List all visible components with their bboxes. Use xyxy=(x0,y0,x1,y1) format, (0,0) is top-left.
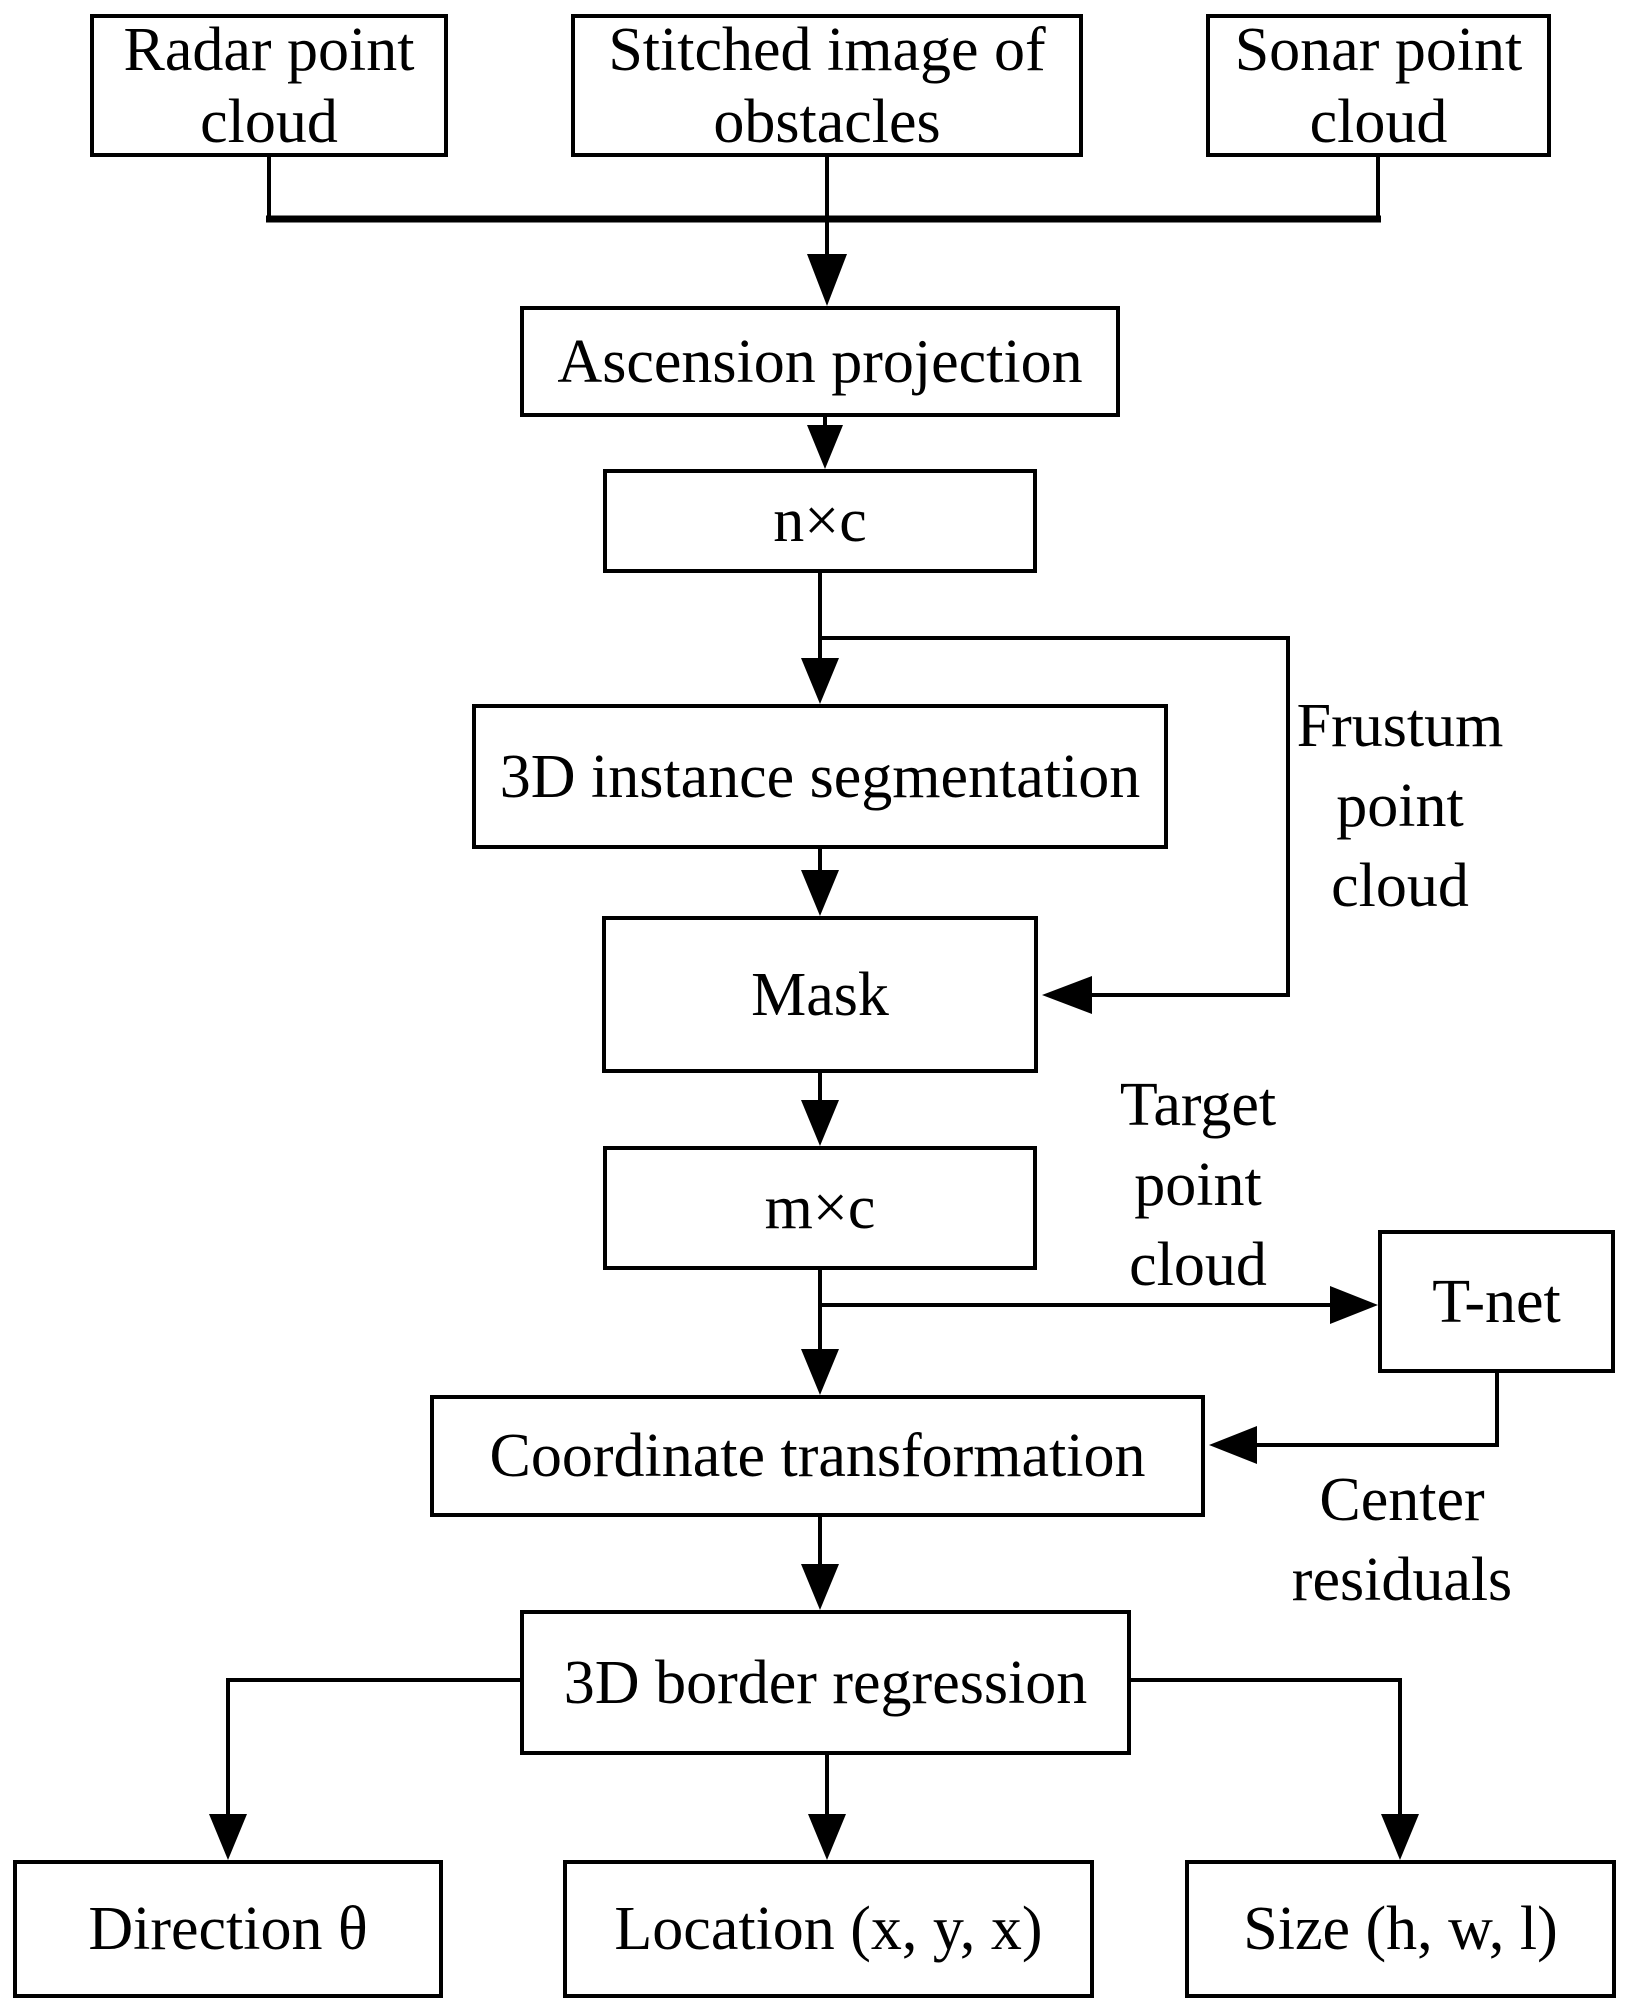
arrowhead-into-nxc xyxy=(807,425,843,469)
edge-label-target-point-cloud: Target point cloud xyxy=(1119,1071,1277,1299)
node-t-net: T-net xyxy=(1378,1230,1615,1373)
node-stitched-image-of-obstacles: Stitched image of obstacles xyxy=(571,14,1083,157)
wire-tnet-coord xyxy=(1255,1373,1499,1447)
node-ascension-projection: Ascension projection xyxy=(520,306,1120,417)
node-sonar-point-cloud: Sonar point cloud xyxy=(1206,14,1551,157)
wire-frustum-branch xyxy=(820,636,1290,997)
node-m-by-c: m×c xyxy=(603,1146,1037,1270)
arrowhead-into-direction xyxy=(209,1814,247,1860)
node-mask: Mask xyxy=(602,916,1038,1073)
arrowhead-into-mxc xyxy=(801,1100,839,1146)
node-n-by-c: n×c xyxy=(603,469,1037,573)
arrowhead-into-size xyxy=(1381,1814,1419,1860)
node-location-xyx: Location (x, y, x) xyxy=(563,1860,1094,1998)
arrowhead-into-seg xyxy=(801,658,839,704)
node-3d-border-regression: 3D border regression xyxy=(520,1610,1131,1755)
node-radar-point-cloud: Radar point cloud xyxy=(90,14,448,157)
edge-label-center-residuals: Center residuals xyxy=(1291,1466,1513,1614)
arrowhead-into-coord xyxy=(801,1349,839,1395)
node-3d-instance-segmentation: 3D instance segmentation xyxy=(472,704,1168,849)
arrowhead-into-location xyxy=(808,1814,846,1860)
arrowhead-into-ascension xyxy=(807,254,847,306)
arrowhead-into-mask xyxy=(801,870,839,916)
node-size-hwl: Size (h, w, l) xyxy=(1185,1860,1616,1998)
node-coordinate-transformation: Coordinate transformation xyxy=(430,1395,1205,1517)
node-direction-theta: Direction θ xyxy=(13,1860,443,1998)
edge-label-frustum-point-cloud: Frustum point cloud xyxy=(1296,692,1504,920)
arrowhead-into-border xyxy=(801,1564,839,1610)
arrowhead-into-tnet xyxy=(1330,1286,1378,1324)
arrowhead-into-mask-right xyxy=(1042,976,1092,1014)
arrowhead-into-coord-right xyxy=(1209,1426,1257,1464)
wire-border-direction xyxy=(226,1678,520,1816)
wire-border-size xyxy=(1131,1678,1402,1816)
